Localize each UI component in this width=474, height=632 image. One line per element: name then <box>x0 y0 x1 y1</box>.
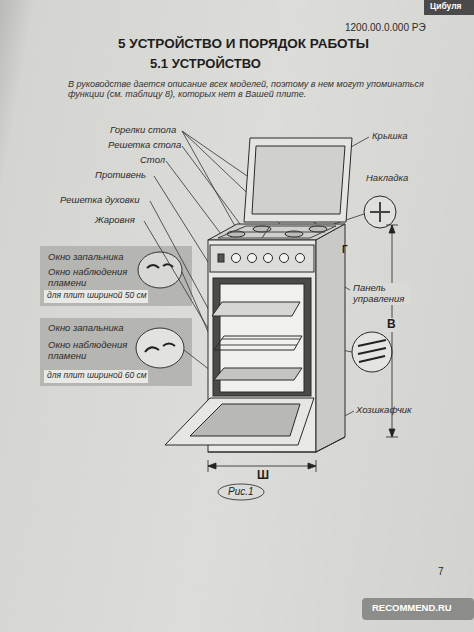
detail-circle <box>364 196 396 228</box>
zoom-panel <box>145 344 175 353</box>
part-label: Окно запальника <box>48 252 124 263</box>
gas-stove <box>244 138 352 222</box>
zoom-panel <box>147 264 173 268</box>
gas-stove <box>208 437 345 452</box>
section-heading: 5.1 УСТРОЙСТВО <box>150 57 261 72</box>
part-label: Окно запальника <box>48 323 124 334</box>
gas-stove <box>165 398 314 445</box>
part-label: Окно наблюдения пламени <box>48 340 134 362</box>
detail-circle <box>352 332 392 372</box>
detail-circle <box>370 202 390 222</box>
gas-stove <box>218 254 224 262</box>
watermark: Цибуля <box>430 2 462 12</box>
gas-stove <box>232 254 241 263</box>
leader-line <box>182 146 246 232</box>
part-label: Накладка <box>366 173 408 184</box>
gas-stove <box>252 146 345 214</box>
dimension-line <box>218 484 264 500</box>
zoom-panel <box>40 318 192 386</box>
dimension-line <box>208 225 398 500</box>
dimension-label: В <box>386 318 397 332</box>
part-label: Стол <box>140 155 165 166</box>
part-label: Окно наблюдения пламени <box>48 267 134 289</box>
gas-stove <box>190 404 300 436</box>
zoom-panel <box>40 246 192 386</box>
gas-stove <box>210 245 314 272</box>
leader-line <box>166 161 224 238</box>
gas-stove <box>165 138 352 452</box>
part-label: Решетка стола <box>108 140 181 151</box>
note-text: В руководстве дается описание всех модел… <box>68 79 448 100</box>
dimension-label: Г <box>342 244 348 256</box>
gas-stove <box>280 254 289 263</box>
zoom-panel <box>44 370 148 383</box>
watermark-ground <box>362 0 474 620</box>
part-label: Горелки стола <box>110 125 176 136</box>
gas-stove <box>212 302 300 316</box>
gas-stove <box>214 336 302 350</box>
watermark: RECOMMEND.RU <box>372 603 452 614</box>
detail-circle <box>358 340 386 362</box>
zoom-panel <box>40 246 192 306</box>
gas-stove <box>296 254 305 263</box>
part-label: Решетка духовки <box>60 195 139 206</box>
note-text: для плит шириной 60 см <box>47 371 147 381</box>
page-number: 7 <box>438 566 444 578</box>
gas-stove <box>213 278 311 396</box>
page-title: 5 УСТРОЙСТВО И ПОРЯДОК РАБОТЫ <box>118 36 369 52</box>
dimension-label: Ш <box>257 469 269 483</box>
watermark-ground <box>362 598 474 620</box>
gas-stove <box>248 254 257 263</box>
zoom-panel <box>44 290 148 303</box>
part-label: Хозшкафчик <box>356 405 412 416</box>
gas-stove <box>214 368 302 380</box>
gas-stove <box>264 254 273 263</box>
gas-stove <box>316 224 345 452</box>
part-label: Жаровня <box>95 215 135 226</box>
figure-caption: Рис.1 <box>228 486 254 498</box>
note-text: для плит шириной 50 см <box>47 291 147 301</box>
part-label: Панель управления <box>352 283 410 305</box>
document-number: 1200.00.0.000 РЭ <box>345 22 426 34</box>
part-label: Крышка <box>372 131 408 142</box>
watermark-ground <box>424 0 474 15</box>
gas-stove <box>232 254 305 263</box>
part-label: Противень <box>95 170 146 181</box>
zoom-panel <box>138 252 182 288</box>
zoom-panel <box>136 328 184 368</box>
gas-stove <box>218 226 336 238</box>
